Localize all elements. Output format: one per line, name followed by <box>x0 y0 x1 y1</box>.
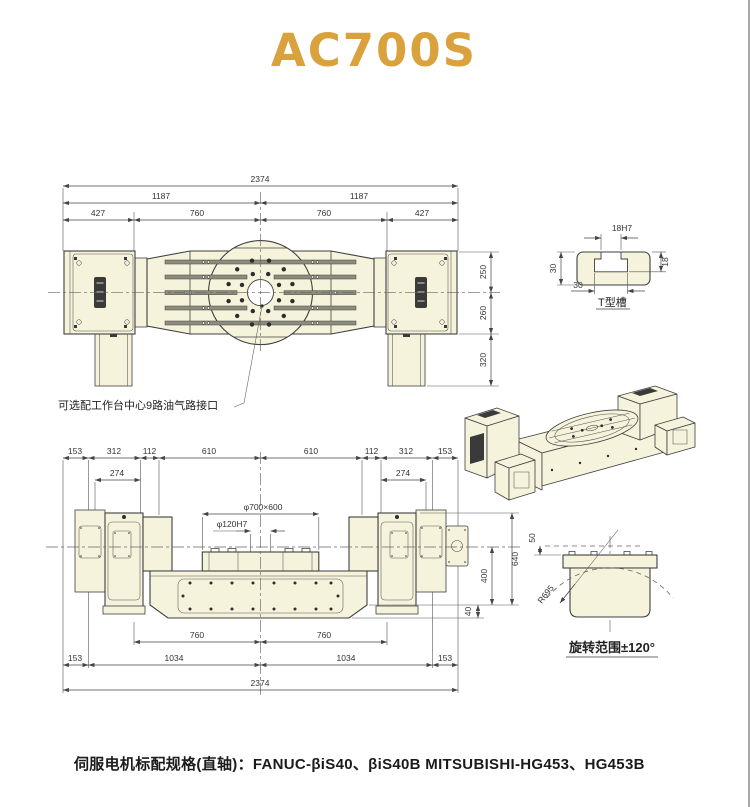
tslot-nub <box>284 548 294 552</box>
dim-label: 760 <box>317 208 331 218</box>
front-view-bottom-dimensions: 760 760 153 1034 1034 153 2374 <box>63 622 458 693</box>
page-title: AC700S <box>270 24 478 77</box>
bolt-hole-ring-inner <box>239 271 282 314</box>
rotation-range-caption: 旋转范围±120° <box>568 640 655 655</box>
support-pillar <box>104 512 144 614</box>
motor-end-panel <box>74 509 106 593</box>
dim-label: 400 <box>479 569 489 583</box>
dim-label: 30 <box>573 280 583 290</box>
dim-label: 610 <box>202 446 216 456</box>
dim-label: 18H7 <box>612 223 633 233</box>
dim-label: 640 <box>510 552 520 566</box>
dim-label: 50 <box>527 533 537 543</box>
dim-label: 312 <box>107 446 121 456</box>
tslot-detail: 18H7 30 18 30 T型槽 <box>548 223 670 310</box>
tslot-nub <box>645 551 653 555</box>
swing-body <box>569 567 651 618</box>
dim-label: 30 <box>548 264 558 274</box>
top-view-right-dimensions: 250 260 320 <box>427 251 499 387</box>
dim-label: 312 <box>399 446 413 456</box>
pillar-foot <box>102 605 146 615</box>
dim-label: 274 <box>110 468 124 478</box>
radius-label: R695 <box>535 583 556 605</box>
dim-label: 760 <box>190 630 204 640</box>
dim-label: 112 <box>365 446 379 456</box>
tslot-nub <box>210 548 220 552</box>
machine-leg <box>387 333 426 387</box>
swing-table-flange <box>562 554 658 569</box>
pillar-foot <box>375 605 419 615</box>
servo-motor-spec: 伺服电机标配规格(直轴)：FANUC-βiS40、βiS40B MITSUBIS… <box>74 756 645 773</box>
bolt-hole-ring-outer <box>226 258 295 327</box>
dim-label: 760 <box>190 208 204 218</box>
swing-arc <box>546 567 674 599</box>
support-pillar <box>377 512 417 614</box>
dim-label: 610 <box>304 446 318 456</box>
dim-label: 2374 <box>251 678 270 688</box>
front-view: 153 312 112 610 610 112 312 153 274 274 … <box>46 446 522 695</box>
tslot-nub <box>227 548 237 552</box>
dim-label: 250 <box>478 265 488 279</box>
rotary-union <box>445 525 469 567</box>
tslot-holes <box>183 260 338 325</box>
dim-label: 153 <box>438 653 452 663</box>
dim-label: 1187 <box>152 191 171 201</box>
dim-label: 2374 <box>251 174 270 184</box>
dim-label: 40 <box>463 607 473 617</box>
port-option-label: 可选配工作台中心9路油气路接口 <box>58 398 218 412</box>
isometric-view <box>464 385 696 501</box>
dim-label: 760 <box>317 630 331 640</box>
front-view-table-dimensions: φ700×600 φ120H7 <box>202 502 320 552</box>
dim-label: 274 <box>396 468 410 478</box>
dim-label: 153 <box>438 446 452 456</box>
front-view-right-dimensions: 640 400 40 <box>352 512 520 619</box>
dim-label: 112 <box>143 446 157 456</box>
dim-label: 153 <box>68 446 82 456</box>
iso-rotary-table <box>545 409 639 447</box>
dim-label: 153 <box>68 653 82 663</box>
front-view-body <box>46 452 522 695</box>
dim-label: φ120H7 <box>217 519 248 529</box>
cradle-trough <box>149 570 368 619</box>
dim-label: 260 <box>478 306 488 320</box>
tslot-nub <box>301 548 311 552</box>
top-view-body <box>48 192 500 387</box>
tslot-nub <box>590 551 598 555</box>
tslot-nub <box>623 551 631 555</box>
top-view: 2374 1187 1187 427 760 760 427 <box>48 174 500 412</box>
motor-end-panel <box>415 509 447 593</box>
tslot-caption: T型槽 <box>598 295 627 309</box>
dim-label: 427 <box>415 208 429 218</box>
dim-label: 320 <box>478 353 488 367</box>
dim-label: 1034 <box>337 653 356 663</box>
dim-label: 18 <box>660 257 670 267</box>
dim-label: φ700×600 <box>244 502 283 512</box>
cradle-bolts <box>181 581 340 611</box>
port-label-leader: 可选配工作台中心9路油气路接口 <box>58 304 264 412</box>
top-view-dimension-rows: 2374 1187 1187 427 760 760 427 <box>62 174 459 251</box>
rotation-diagram: 50 R695 旋转范围±120° <box>527 529 674 658</box>
trunnion-arm <box>142 516 173 572</box>
tslot-nub <box>568 551 576 555</box>
dim-label: 1034 <box>165 653 184 663</box>
dim-label: 1187 <box>350 191 369 201</box>
trunnion-arm <box>348 516 379 572</box>
dim-label: 427 <box>91 208 105 218</box>
page-edge-line <box>748 0 750 807</box>
machine-leg <box>94 333 133 387</box>
tslot-cut <box>594 251 628 273</box>
